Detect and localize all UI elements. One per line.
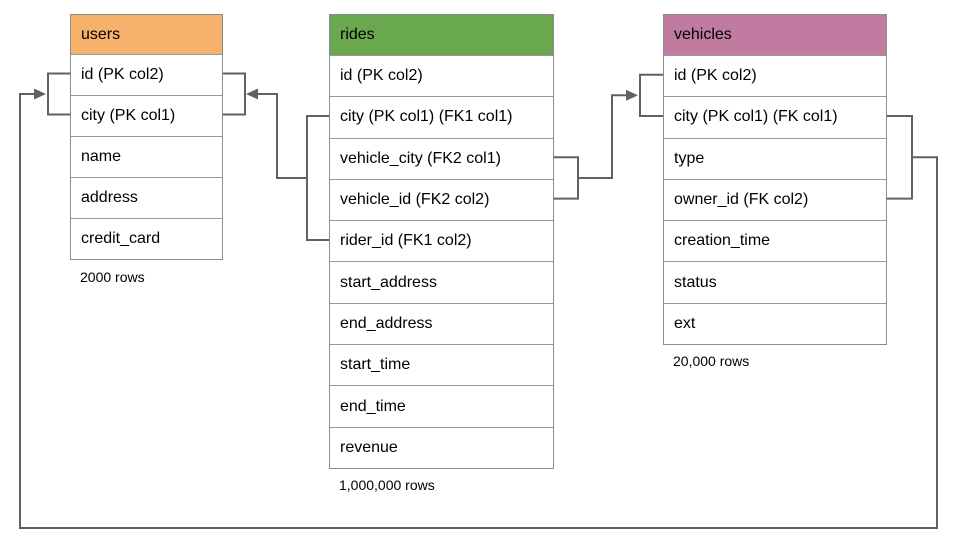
table-row: vehicle_id (FK2 col2) bbox=[330, 178, 553, 221]
table-row: type bbox=[664, 137, 886, 179]
table-users: users id (PK col2) city (PK col1) name a… bbox=[70, 14, 223, 260]
table-row: revenue bbox=[330, 426, 553, 468]
table-row: ext bbox=[664, 302, 886, 345]
connector-line bbox=[258, 93, 307, 179]
rides-fk2-bracket bbox=[553, 156, 579, 200]
connector-arrowhead-icon bbox=[626, 89, 638, 101]
table-row: rider_id (FK1 col2) bbox=[330, 220, 553, 262]
table-row: vehicle_city (FK2 col1) bbox=[330, 137, 553, 179]
table-vehicles-rowcount: 20,000 rows bbox=[673, 353, 750, 369]
table-rides-rowcount: 1,000,000 rows bbox=[339, 477, 435, 493]
table-rides: rides id (PK col2) city (PK col1) (FK1 c… bbox=[329, 14, 554, 469]
table-users-rowcount: 2000 rows bbox=[80, 269, 145, 285]
table-row: creation_time bbox=[664, 220, 886, 262]
table-vehicles-header: vehicles bbox=[664, 15, 886, 55]
table-vehicles: vehicles id (PK col2) city (PK col1) (FK… bbox=[663, 14, 887, 346]
table-row: start_time bbox=[330, 344, 553, 386]
table-row: city (PK col1) bbox=[71, 95, 222, 136]
users-pk-bracket bbox=[222, 72, 246, 116]
table-row: city (PK col1) (FK1 col1) bbox=[330, 96, 553, 138]
connector-rides-vehicles bbox=[553, 73, 663, 200]
rides-fk1-bracket bbox=[306, 115, 330, 241]
table-rides-header: rides bbox=[330, 15, 553, 55]
table-row: name bbox=[71, 136, 222, 177]
table-row: start_address bbox=[330, 261, 553, 303]
table-row: status bbox=[664, 261, 886, 303]
connector-rides-users bbox=[222, 72, 330, 241]
table-row: city (PK col1) (FK col1) bbox=[664, 96, 886, 138]
table-row: id (PK col2) bbox=[71, 54, 222, 95]
table-row: id (PK col2) bbox=[664, 55, 886, 97]
table-row: owner_id (FK col2) bbox=[664, 178, 886, 221]
table-users-header: users bbox=[71, 15, 222, 54]
connector-arrowhead-icon bbox=[34, 88, 46, 100]
table-row: end_address bbox=[330, 302, 553, 345]
connector-arrowhead-icon bbox=[246, 88, 258, 100]
vehicles-pk-bracket bbox=[639, 73, 663, 117]
table-row: id (PK col2) bbox=[330, 55, 553, 97]
users-pk-bracket-left bbox=[47, 72, 70, 116]
connector-line bbox=[578, 94, 626, 179]
table-row: address bbox=[71, 177, 222, 218]
table-row: end_time bbox=[330, 385, 553, 427]
table-row: credit_card bbox=[71, 218, 222, 259]
vehicles-fk-bracket bbox=[886, 115, 913, 200]
